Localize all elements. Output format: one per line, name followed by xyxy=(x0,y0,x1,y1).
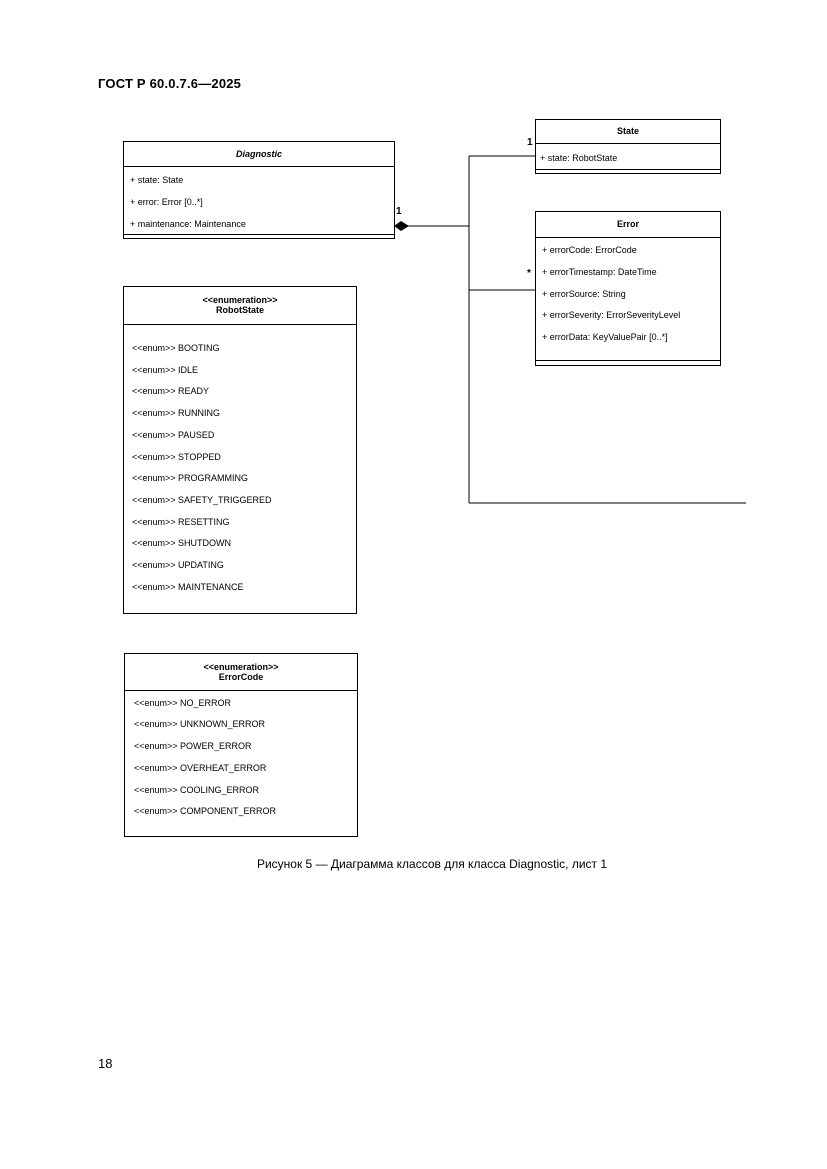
figure-caption: Рисунок 5 — Диаграмма классов для класса… xyxy=(256,857,608,871)
enum-literal: <<enum>> BOOTING xyxy=(132,343,220,353)
document-header-title: ГОСТ Р 60.0.7.6—2025 xyxy=(98,76,242,91)
error-class-box: Error + errorCode: ErrorCode + errorTime… xyxy=(535,211,721,366)
enum-literal: <<enum>> READY xyxy=(132,386,210,396)
enum-literal: <<enum>> PROGRAMMING xyxy=(132,473,249,483)
enum-literal: <<enum>> UNKNOWN_ERROR xyxy=(134,719,266,729)
error-multiplicity: * xyxy=(527,268,531,279)
diagnostic-class-box: Diagnostic + state: State + error: Error… xyxy=(123,141,395,239)
enum-literal: <<enum>> POWER_ERROR xyxy=(134,741,252,751)
errorcode-enum-box: <<enumeration>> ErrorCode <<enum>> NO_ER… xyxy=(124,653,358,837)
attribute-row: + errorCode: ErrorCode xyxy=(542,245,637,255)
attribute-row: + errorTimestamp: DateTime xyxy=(542,267,657,277)
errorcode-enum-name: ErrorCode xyxy=(218,672,264,682)
operations-compartment xyxy=(124,234,394,235)
enum-literal: <<enum>> MAINTENANCE xyxy=(132,582,244,592)
state-multiplicity: 1 xyxy=(527,137,533,148)
attribute-row: + errorData: KeyValuePair [0..*] xyxy=(542,332,668,342)
enum-literal: <<enum>> NO_ERROR xyxy=(134,698,232,708)
operations-compartment xyxy=(536,169,720,170)
robotstate-enum-name: RobotState xyxy=(216,305,264,315)
attribute-row: + errorSeverity: ErrorSeverityLevel xyxy=(542,310,681,320)
enum-stereotype: <<enumeration>> xyxy=(203,662,279,672)
state-class-box: State + state: RobotState xyxy=(535,119,721,174)
attribute-row: + state: State xyxy=(130,175,184,185)
enum-literal: <<enum>> COOLING_ERROR xyxy=(134,785,260,795)
composition-diamond xyxy=(394,221,409,231)
attribute-row: + state: RobotState xyxy=(540,153,618,163)
diagnostic-multiplicity: 1 xyxy=(396,206,402,217)
enum-literal: <<enum>> SHUTDOWN xyxy=(132,538,232,548)
diagnostic-class-name: Diagnostic xyxy=(124,142,394,167)
enum-literal: <<enum>> UPDATING xyxy=(132,560,224,570)
attribute-row: + maintenance: Maintenance xyxy=(130,219,246,229)
errorcode-enum-header: <<enumeration>> ErrorCode xyxy=(125,654,357,691)
attribute-row: + errorSource: String xyxy=(542,289,626,299)
error-class-name: Error xyxy=(536,212,720,238)
enum-literal: <<enum>> STOPPED xyxy=(132,452,221,462)
robotstate-enum-box: <<enumeration>> RobotState <<enum>> BOOT… xyxy=(123,286,357,614)
enum-literal: <<enum>> SAFETY_TRIGGERED xyxy=(132,495,272,505)
enum-stereotype: <<enumeration>> xyxy=(202,295,278,305)
attribute-row: + error: Error [0..*] xyxy=(130,197,203,207)
enum-literal: <<enum>> COMPONENT_ERROR xyxy=(134,806,277,816)
enum-literal: <<enum>> RUNNING xyxy=(132,408,221,418)
enum-literal: <<enum>> OVERHEAT_ERROR xyxy=(134,763,267,773)
state-class-name: State xyxy=(536,120,720,144)
enum-literal: <<enum>> RESETTING xyxy=(132,517,230,527)
enum-literal: <<enum>> IDLE xyxy=(132,365,199,375)
operations-compartment xyxy=(536,360,720,361)
enum-literal: <<enum>> PAUSED xyxy=(132,430,215,440)
page-number: 18 xyxy=(98,1056,113,1071)
robotstate-enum-header: <<enumeration>> RobotState xyxy=(124,287,356,325)
